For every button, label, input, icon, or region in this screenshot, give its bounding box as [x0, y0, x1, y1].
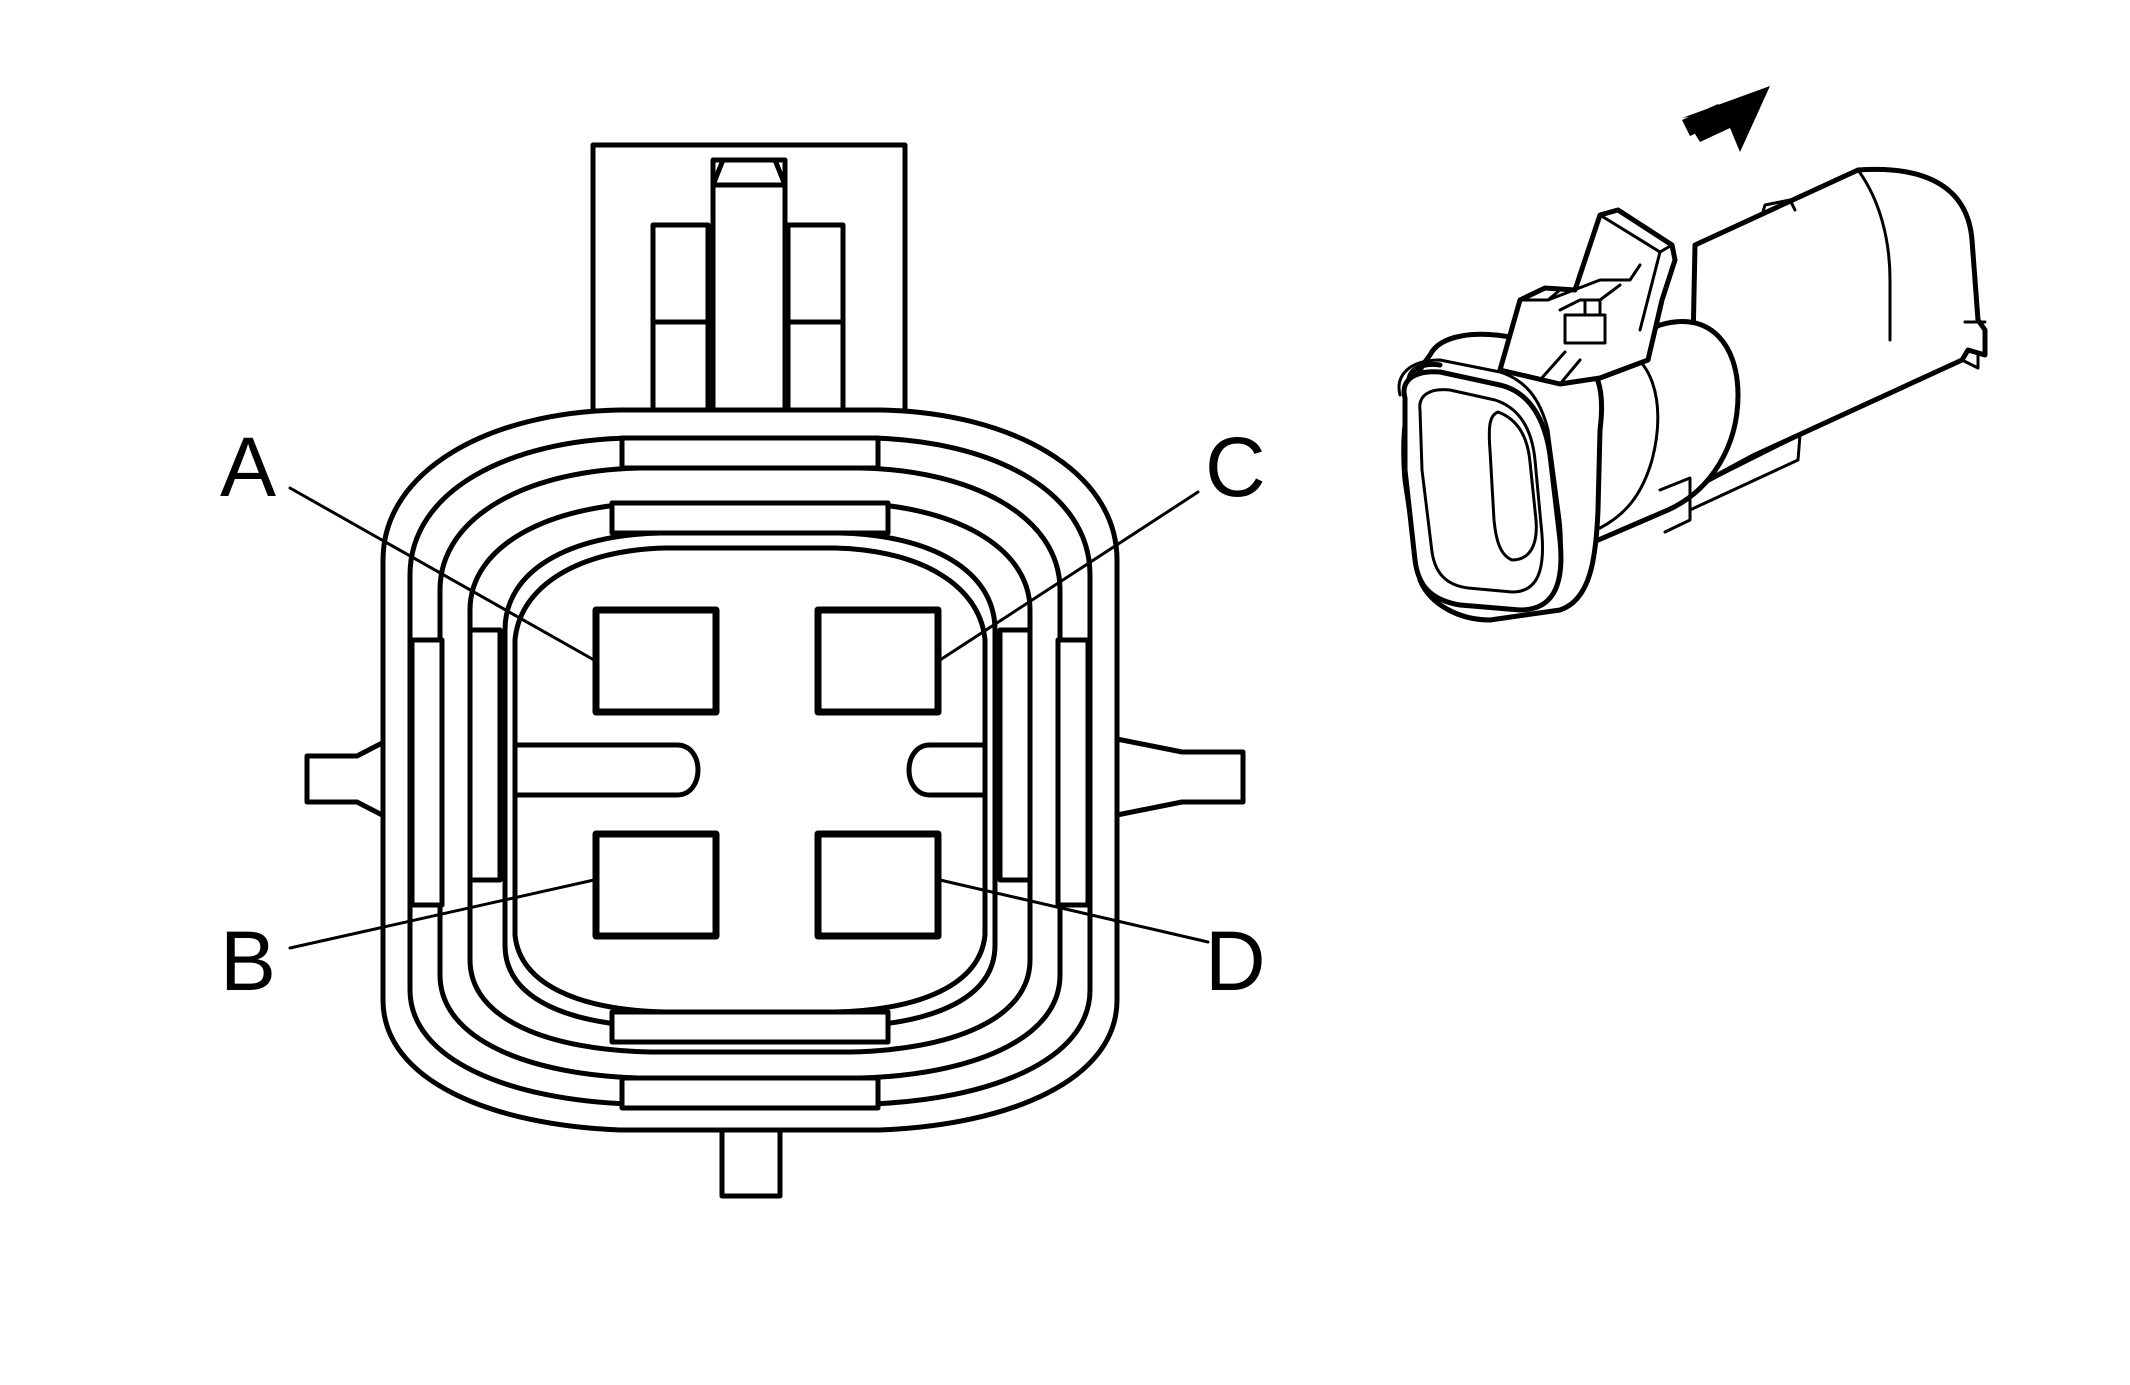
- left-side-tab: [304, 737, 391, 821]
- seal-ring-4: [502, 530, 998, 1030]
- leader-line-b: [288, 878, 596, 950]
- bottom-outer-key: [619, 1075, 881, 1111]
- connector-face-view: A C B D: [220, 142, 1266, 1199]
- seal-ring-1: [407, 435, 1093, 1107]
- right-rib-outer: [1055, 637, 1091, 908]
- left-rib-inner: [467, 627, 503, 883]
- right-side-tab: [1109, 735, 1246, 819]
- leader-line-d: [938, 878, 1210, 944]
- leader-line-c: [938, 490, 1200, 662]
- right-key-slot: [906, 742, 988, 798]
- bottom-inner-key: [609, 1009, 891, 1045]
- pin-label-b: B: [220, 914, 276, 1008]
- terminal-a: [592, 606, 720, 716]
- terminal-b: [592, 830, 720, 940]
- seal-ring-2: [437, 465, 1063, 1081]
- arrow-icon: [1682, 86, 1770, 152]
- left-rib-outer: [409, 637, 445, 908]
- top-latch: [590, 142, 908, 418]
- terminal-c: [814, 606, 942, 716]
- top-inner-key: [609, 500, 891, 536]
- connector-3d-view: [1397, 166, 1988, 623]
- inner-cavity: [512, 545, 988, 1015]
- leader-line-a: [288, 486, 596, 662]
- pin-label-c: C: [1205, 420, 1266, 514]
- arrow-shaft: [1682, 104, 1726, 136]
- bottom-tab: [719, 1127, 783, 1199]
- left-key-slot: [512, 742, 701, 798]
- terminal-d: [814, 830, 942, 940]
- seal-ring-3: [467, 500, 1033, 1055]
- right-rib-inner: [997, 627, 1033, 883]
- top-outer-key: [619, 435, 881, 471]
- pin-label-d: D: [1205, 914, 1266, 1008]
- housing-outer: [380, 407, 1120, 1133]
- pin-label-a: A: [220, 420, 276, 514]
